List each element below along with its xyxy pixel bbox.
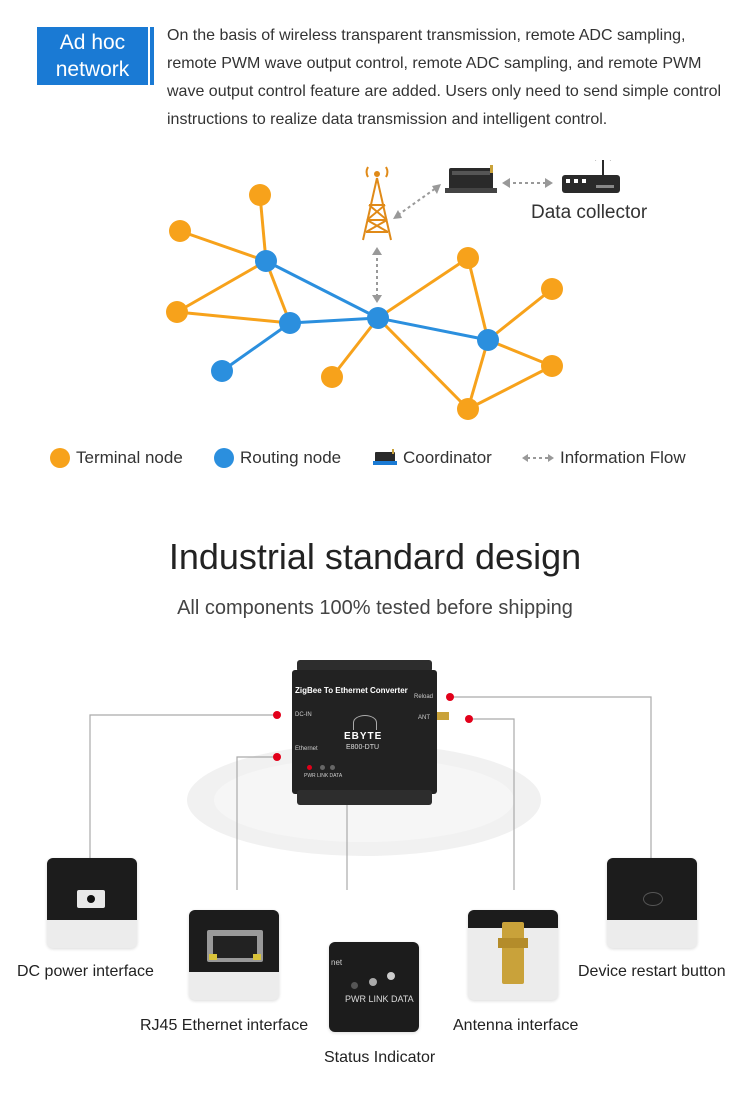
pwr-led-icon [351, 982, 358, 989]
legend-coordinator-label: Coordinator [403, 448, 492, 467]
antenna-label: Antenna interface [453, 1017, 579, 1034]
restart-button-label: Device restart button [578, 963, 726, 980]
flow-arrowheads [372, 178, 553, 303]
dc-power-label: DC power interface [17, 963, 154, 980]
legend-flow: Information Flow [522, 448, 686, 468]
device-reload-label: Reload [414, 694, 434, 700]
section-badge: Ad hoc network [37, 27, 148, 85]
legend-routing: Routing node [214, 448, 341, 468]
terminal-node [321, 366, 343, 388]
routing-dot-icon [214, 448, 234, 468]
e800-dtu-device: ZigBee To Ethernet Converter DC-IN Ether… [292, 660, 449, 805]
intro-text: On the basis of wireless transparent tra… [167, 27, 722, 128]
routing-node [211, 360, 233, 382]
legend-terminal-label: Terminal node [76, 448, 183, 467]
terminal-node [169, 220, 191, 242]
link-led-icon [369, 978, 377, 986]
wireless-logo-icon [353, 715, 377, 730]
sma-connector-icon [502, 922, 524, 984]
status-card-net-text: net [331, 958, 343, 967]
coordinator-icon [373, 449, 397, 465]
information-flow-lines [376, 182, 548, 298]
dc-power-card [47, 858, 137, 948]
device-ant-label: ANT [418, 715, 430, 721]
device-ethernet-label: Ethernet [295, 746, 318, 752]
terminal-node [457, 398, 479, 420]
coordinator-device-icon [445, 165, 497, 193]
data-led-icon [387, 972, 395, 980]
device-led-labels: PWR LINK DATA [304, 773, 343, 779]
network-diagram [166, 160, 620, 420]
terminal-dot-icon [50, 448, 70, 468]
dotted-arrow-icon [522, 454, 554, 462]
data-collector-icon [562, 160, 620, 193]
routing-nodes [211, 250, 499, 382]
badge-accent-bar [150, 27, 154, 85]
data-led-icon [330, 765, 335, 770]
status-card-led-text: PWR LINK DATA [345, 994, 414, 1004]
routing-node [279, 312, 301, 334]
legend-routing-label: Routing node [240, 448, 342, 467]
rj45-card [189, 910, 279, 1000]
routing-node [477, 329, 499, 351]
terminal-links [176, 194, 553, 411]
link-led-icon [320, 765, 325, 770]
section-subtitle: All components 100% tested before shippi… [177, 597, 573, 619]
rj45-label: RJ45 Ethernet interface [140, 1017, 309, 1034]
terminal-node [457, 247, 479, 269]
routing-links [221, 259, 489, 373]
device-model: E800-DTU [346, 744, 380, 751]
antenna-card [468, 910, 558, 1000]
antenna-connector-icon [437, 712, 449, 720]
status-indicator-label: Status Indicator [324, 1049, 436, 1066]
terminal-node [166, 301, 188, 323]
legend-flow-label: Information Flow [560, 448, 686, 467]
legend-terminal: Terminal node [50, 448, 183, 468]
data-collector-label: Data collector [531, 202, 648, 223]
device-dcin-label: DC-IN [295, 712, 312, 718]
device-brand: EBYTE [344, 731, 383, 742]
status-indicator-card: net PWR LINK DATA [329, 942, 419, 1032]
tower-icon [362, 166, 392, 241]
restart-button-card [607, 858, 697, 948]
badge-line-2: network [55, 58, 130, 81]
reset-hole-icon [643, 892, 663, 906]
legend-coordinator: Coordinator [373, 448, 492, 468]
badge-line-1: Ad hoc [59, 31, 126, 54]
section-title: Industrial standard design [168, 536, 582, 577]
terminal-node [541, 278, 563, 300]
terminal-nodes [166, 184, 563, 420]
pwr-led-icon [307, 765, 312, 770]
device-title: ZigBee To Ethernet Converter [295, 686, 408, 695]
terminal-node [541, 355, 563, 377]
coordinator-node [367, 307, 389, 329]
routing-node [255, 250, 277, 272]
terminal-node [249, 184, 271, 206]
